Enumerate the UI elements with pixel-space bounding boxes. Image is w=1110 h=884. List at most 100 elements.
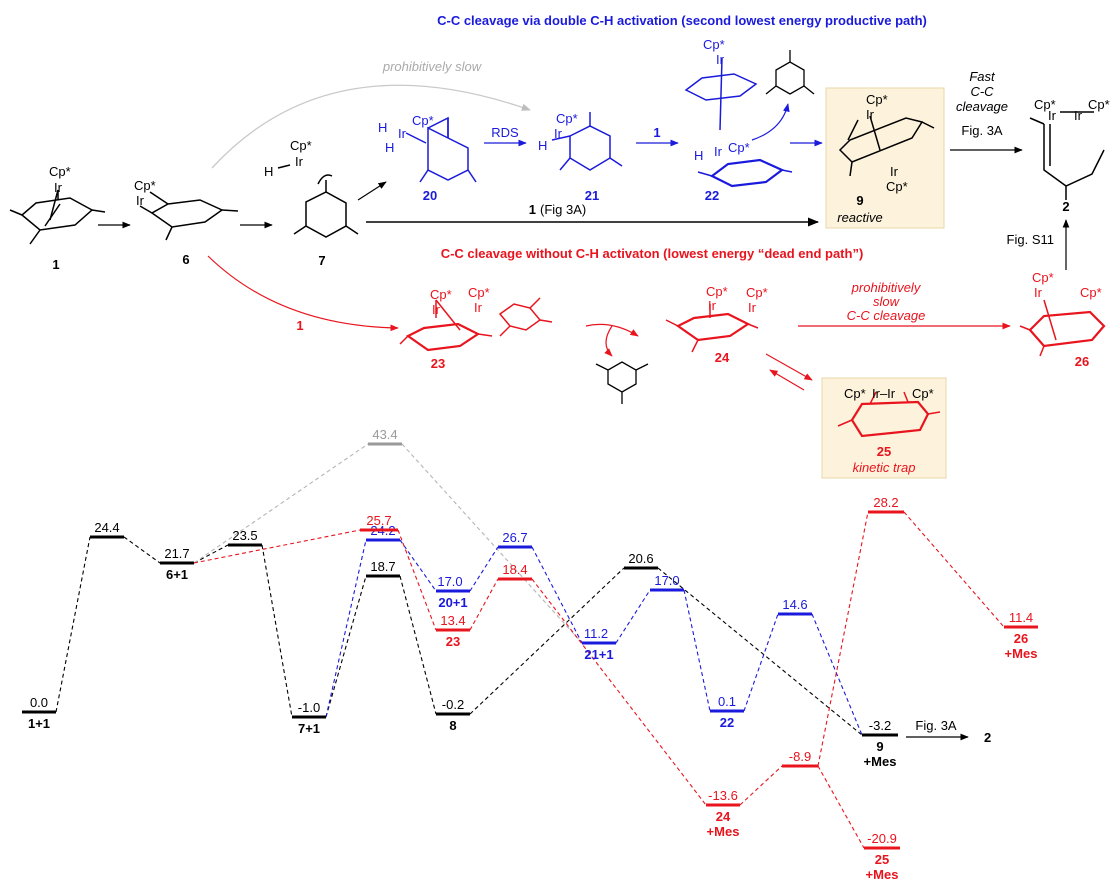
connector-TSr3-L25	[817, 765, 865, 849]
compound-23-cp-left: Cp*	[430, 287, 452, 302]
compound-22-cp: Cp*	[728, 140, 750, 155]
level-label-L1: 1+1	[28, 716, 50, 731]
reactive-label: reactive	[837, 210, 883, 225]
level-value-L26: 11.4	[1009, 610, 1033, 625]
arrow-21-to-22-reagent: 1	[653, 125, 660, 140]
level-value-TS1: 24.4	[94, 520, 119, 535]
level-label-L9: 9	[876, 739, 883, 754]
red-slow-label-3: C-C cleavage	[847, 308, 926, 323]
connector-L1-TS1	[55, 536, 91, 713]
compound-25-cp-left: Cp*	[844, 386, 866, 401]
compound-7-cp: Cp*	[290, 138, 312, 153]
level-sublabel-L26: +Mes	[1005, 646, 1038, 661]
fast-label-2: C-C	[970, 84, 994, 99]
arrow-23-mesitylene	[604, 325, 613, 357]
compound-6-cp: Cp*	[134, 178, 156, 193]
arrow-7-to-9-reagent: 1	[529, 202, 536, 217]
compound-2-cp-left: Cp*	[1034, 97, 1056, 112]
compound-23-ir-left: Ir	[432, 302, 441, 317]
level-value-TSb2: 26.7	[502, 530, 527, 545]
level-value-L7: -1.0	[298, 700, 320, 715]
connector-L6-TS2	[193, 544, 229, 564]
mesitylene-blue-structure	[765, 50, 815, 95]
compound-6-number: 6	[182, 252, 189, 267]
level-value-L24: -13.6	[708, 788, 738, 803]
level-value-L25: -20.9	[867, 831, 897, 846]
level-value-L22: 0.1	[718, 694, 736, 709]
level-sublabel-L9: +Mes	[864, 754, 897, 769]
connector-TSb2-L21	[531, 546, 583, 644]
level-value-TSg: 43.4	[372, 427, 397, 442]
compound-22-number: 22	[705, 188, 719, 203]
compound-20-cp: Cp*	[412, 113, 434, 128]
compound-21-ir: Ir	[554, 126, 563, 141]
compound-20-number: 20	[423, 188, 437, 203]
level-value-TS9: 20.6	[628, 551, 653, 566]
level-value-TSr4: 28.2	[873, 495, 898, 510]
red-slow-label-1: prohibitively	[851, 280, 922, 295]
arrow-23-to-24	[585, 323, 639, 337]
connector-L8-TS9	[469, 567, 625, 715]
connector-L20-TSb2	[469, 546, 499, 592]
level-label-L21: 21+1	[584, 647, 613, 662]
compound-22-cp-top: Cp*	[703, 37, 725, 52]
level-label-L7: 7+1	[298, 721, 320, 736]
level-label-L22: 22	[720, 715, 734, 730]
connector-L7-TSb1	[325, 539, 367, 718]
compound-1-ir: Ir	[54, 180, 63, 195]
compound-2-cp-right: Cp*	[1088, 97, 1110, 112]
connector-TSg-L21	[401, 443, 583, 644]
level-sublabel-L25: +Mes	[866, 867, 899, 882]
compound-24-ir-left: Ir	[708, 298, 717, 313]
arrow-6-to-23	[207, 255, 399, 332]
connector-L7-TS3	[325, 575, 367, 718]
compound-6-structure	[139, 191, 239, 241]
level-value-TSb4: 14.6	[782, 597, 807, 612]
level-sublabel-L24: +Mes	[707, 824, 740, 839]
compound-20-h1: H	[378, 120, 387, 135]
reaction-scheme: C-C cleavage via double C-H activation (…	[9, 13, 1110, 479]
level-label-L8: 8	[449, 718, 456, 733]
level-value-TSr2: 18.4	[502, 562, 527, 577]
level-value-TSr3: -8.9	[789, 749, 811, 764]
compound-9-cp-top: Cp*	[866, 92, 888, 107]
compound-2-number: 2	[1062, 199, 1069, 214]
compound-22-ir: Ir	[714, 144, 723, 159]
compound-24-ir-right: Ir	[748, 300, 757, 315]
compound-2-structure	[1029, 111, 1105, 200]
connector-L23-TSr2	[469, 578, 499, 631]
compound-7-number: 7	[318, 253, 325, 268]
compound-1-number: 1	[52, 257, 59, 272]
blue-path-heading: C-C cleavage via double C-H activation (…	[437, 13, 927, 28]
kinetic-trap-box	[821, 377, 947, 479]
arrow-7-to-9-label: (Fig 3A)	[540, 202, 586, 217]
compound-2-ir-right: Ir	[1074, 108, 1083, 123]
red-slow-label-2: slow	[873, 294, 901, 309]
level-value-L9: -3.2	[869, 718, 891, 733]
level-label-L25: 25	[875, 852, 889, 867]
compound-9-cp-bottom: Cp*	[886, 179, 908, 194]
compound-9-structure	[838, 115, 935, 177]
compound-6-ir: Ir	[136, 193, 145, 208]
compound-20-structure	[405, 116, 477, 183]
connector-TSr4-L26	[903, 511, 1005, 628]
mesitylene-red-structure	[595, 361, 649, 404]
compound-23-structure	[399, 297, 553, 352]
diagram-fig3a-label: Fig. 3A	[915, 718, 957, 733]
compound-22-structure	[684, 57, 793, 188]
compound-21-number: 21	[585, 188, 599, 203]
level-value-L8: -0.2	[442, 697, 464, 712]
compound-7-structure	[277, 164, 359, 238]
level-value-TSr1: 25.7	[366, 513, 391, 528]
connector-TS9-L9	[657, 567, 863, 736]
compound-25-cp-right: Cp*	[912, 386, 934, 401]
level-label-L26: 26	[1014, 631, 1028, 646]
compound-2-ir-left: Ir	[1048, 108, 1057, 123]
fast-label-3: cleavage	[956, 99, 1008, 114]
connector-TSr1-L23	[397, 529, 437, 631]
level-value-L1: 0.0	[30, 695, 48, 710]
level-value-L20: 17.0	[437, 574, 462, 589]
equilibrium-back	[769, 369, 805, 391]
compound-24-structure	[665, 304, 759, 353]
